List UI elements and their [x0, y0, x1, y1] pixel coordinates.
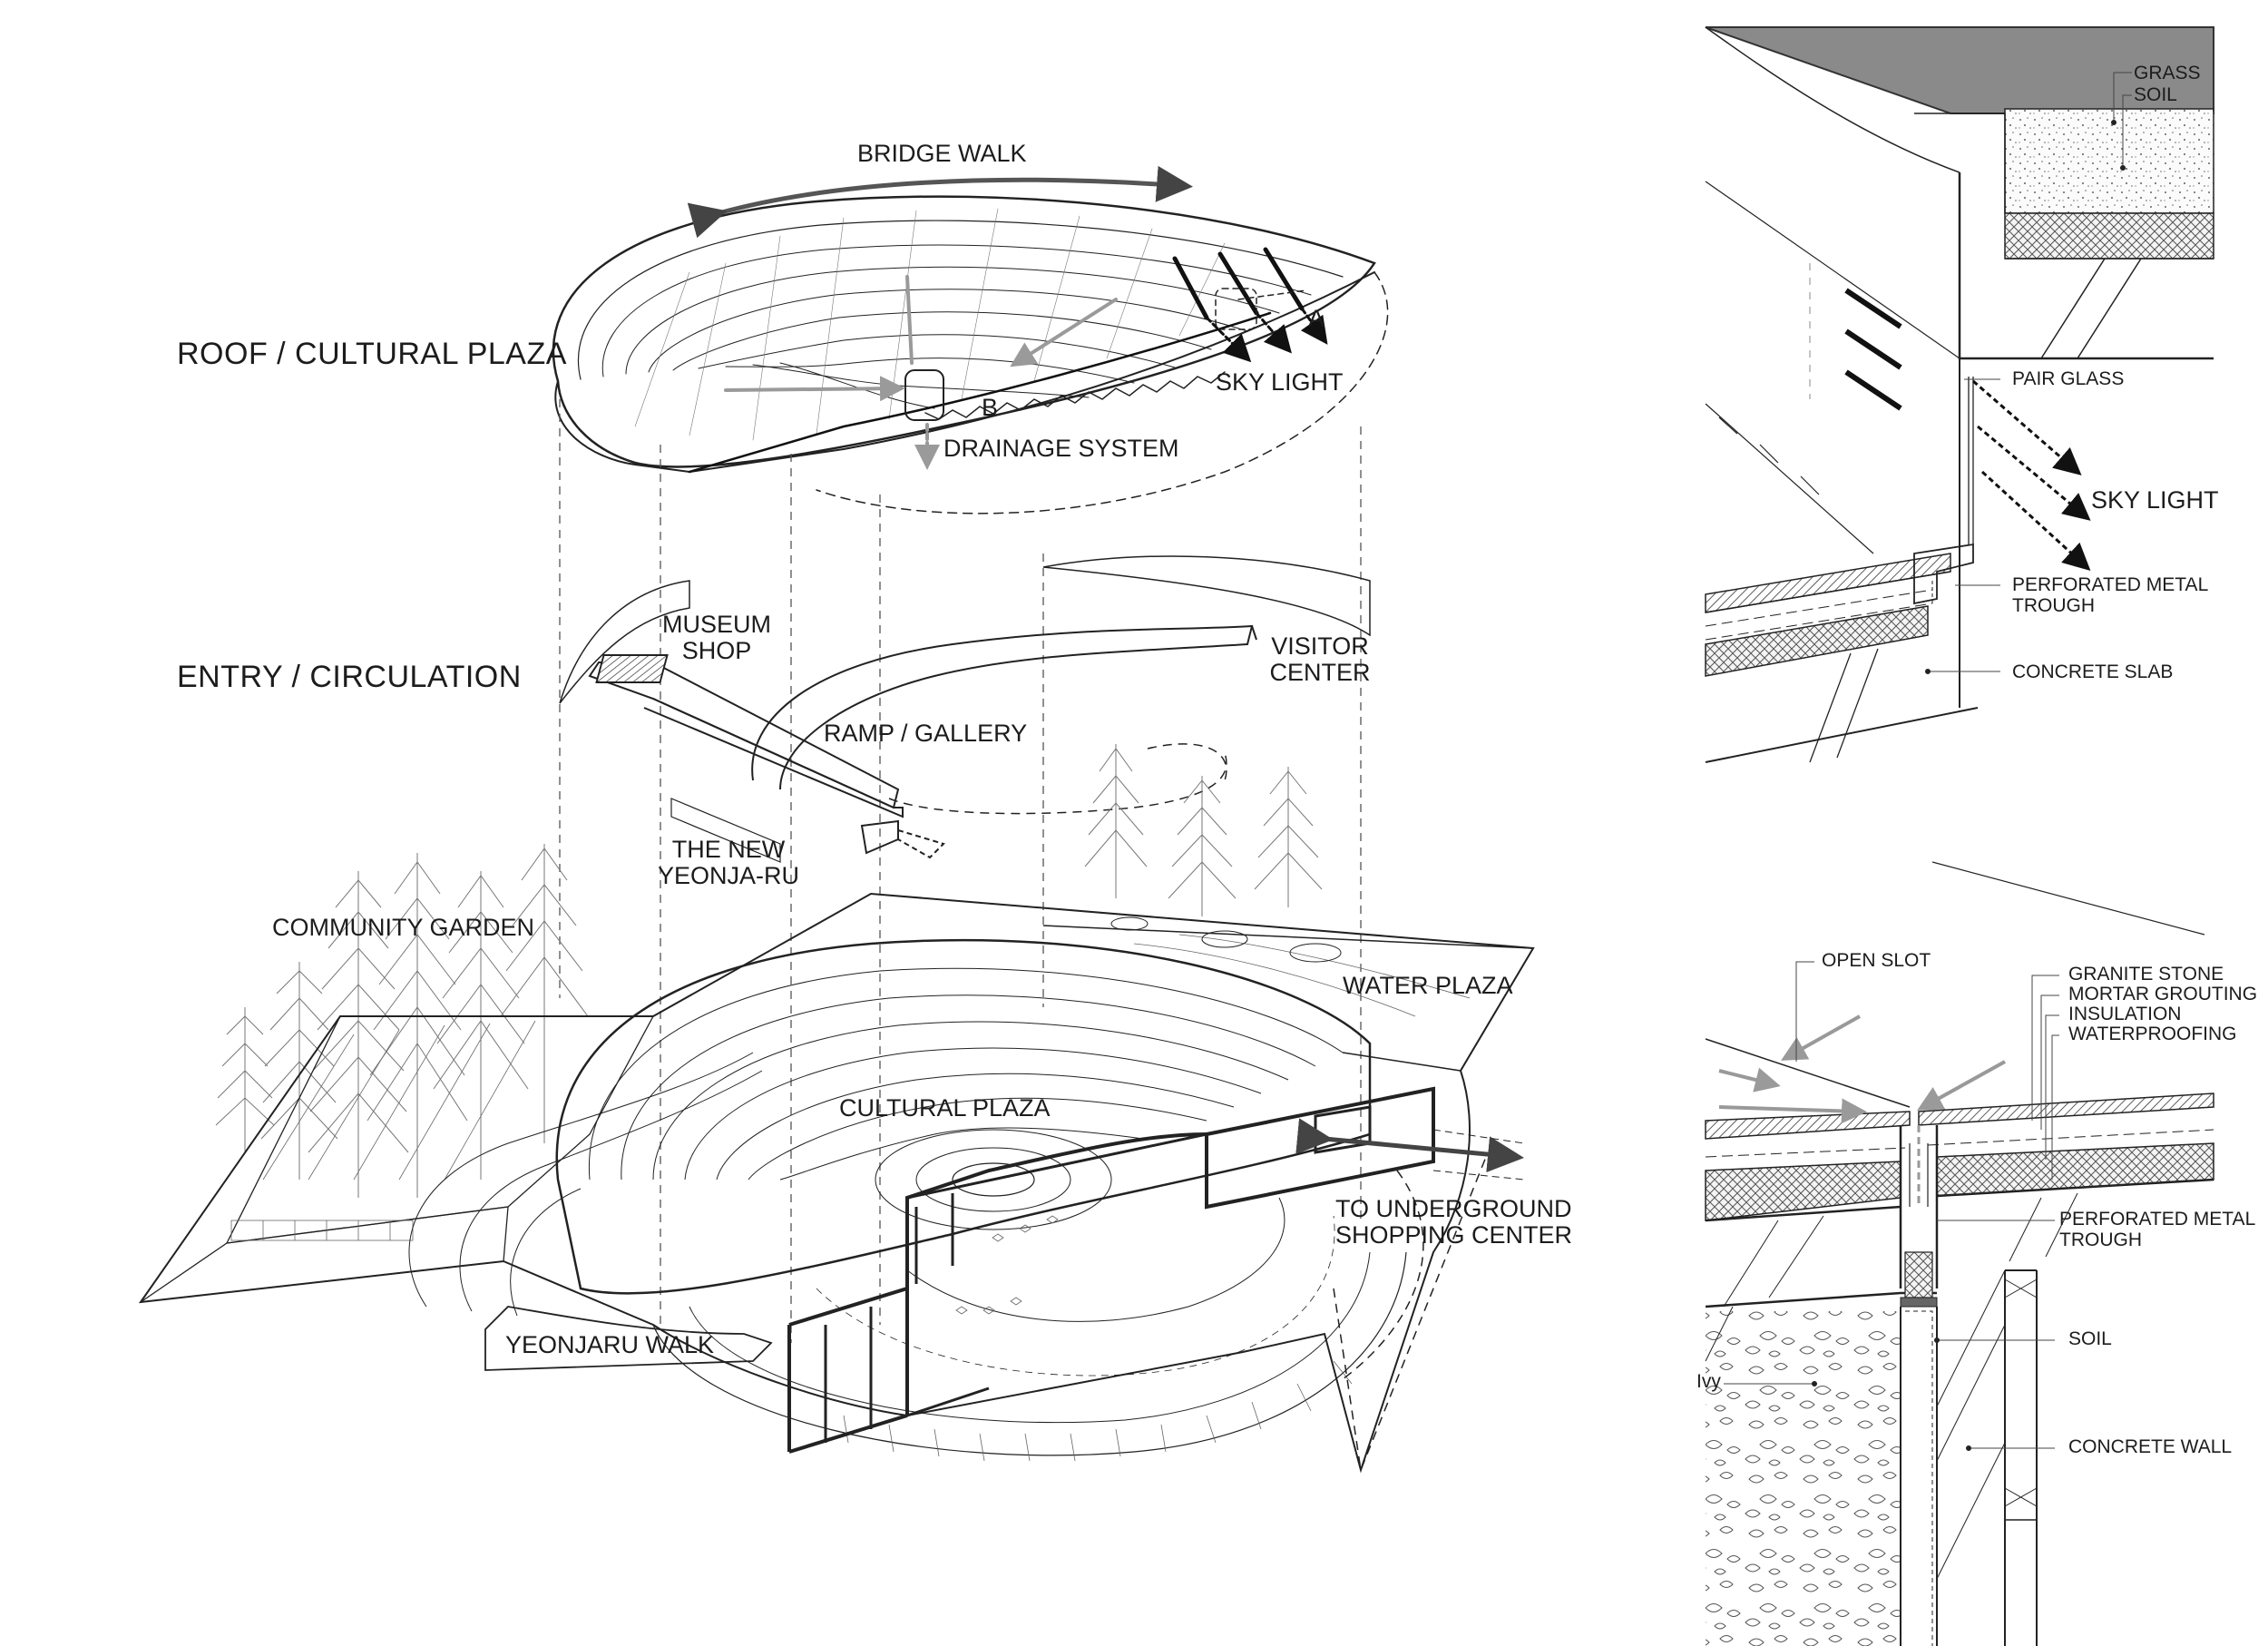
label-detail-a-sky-light: SKY LIGHT — [2091, 486, 2219, 514]
label-detail-a-trough: PERFORATED METAL TROUGH — [2012, 574, 2209, 616]
detail-b — [1705, 861, 2214, 1646]
label-callout-b: B — [982, 394, 999, 421]
label-concrete-wall: CONCRETE WALL — [2068, 1436, 2233, 1457]
entry-layer — [559, 555, 1371, 863]
trees — [215, 744, 1323, 1198]
label-to-underground-line1: TO UNDERGROUND — [1335, 1195, 1572, 1222]
label-new-yeonjaru-line1: THE NEW — [671, 836, 786, 863]
label-detail-b-trough-line1: PERFORATED METAL — [2059, 1209, 2256, 1230]
label-roof-section: ROOF / CULTURAL PLAZA — [177, 337, 567, 371]
tree-cluster-right — [1084, 744, 1323, 916]
label-detail-a-grass: GRASS — [2134, 63, 2201, 83]
label-ivy: Ivy — [1696, 1371, 1721, 1392]
roof-outline — [552, 195, 1376, 468]
label-detail-a-trough-line2: TROUGH — [2012, 594, 2095, 616]
label-granite-stone: GRANITE STONE — [2068, 964, 2224, 985]
roof-layer — [552, 165, 1389, 514]
label-museum-shop-line1: MUSEUM — [662, 611, 771, 638]
label-new-yeonjaru-line2: YEONJA-RU — [657, 862, 799, 890]
label-drainage-system: DRAINAGE SYSTEM — [943, 435, 1179, 462]
label-waterproofing: WATERPROOFING — [2068, 1024, 2237, 1044]
label-visitor-center-line1: VISITOR — [1271, 632, 1369, 660]
label-detail-a-soil: SOIL — [2134, 84, 2177, 105]
label-open-slot: OPEN SLOT — [1822, 950, 1931, 971]
label-concrete-slab: CONCRETE SLAB — [2012, 661, 2174, 682]
label-entry-section: ENTRY / CIRCULATION — [177, 660, 522, 694]
label-cultural-plaza: CULTURAL PLAZA — [839, 1094, 1051, 1122]
label-roof-sky-light: SKY LIGHT — [1216, 368, 1344, 396]
label-ramp-gallery: RAMP / GALLERY — [824, 720, 1028, 747]
label-to-underground-line2: SHOPPING CENTER — [1335, 1221, 1573, 1249]
label-detail-b-soil: SOIL — [2068, 1328, 2112, 1349]
label-detail-b-trough: PERFORATED METAL TROUGH — [2059, 1209, 2256, 1250]
label-detail-b-trough-line2: TROUGH — [2059, 1229, 2142, 1250]
label-museum-shop-line2: SHOP — [681, 637, 752, 665]
label-insulation: INSULATION — [2068, 1004, 2182, 1024]
label-visitor-center: VISITOR CENTER — [1247, 632, 1393, 687]
label-visitor-center-line2: CENTER — [1269, 659, 1371, 687]
ground-layer — [138, 892, 1535, 1474]
label-mortar-grouting: MORTAR GROUTING — [2068, 984, 2258, 1004]
label-to-underground: TO UNDERGROUND SHOPPING CENTER — [1335, 1195, 1573, 1249]
label-bridge-walk: BRIDGE WALK — [857, 140, 1027, 167]
label-yeonjaru-walk: YEONJARU WALK — [505, 1331, 715, 1358]
tree-cluster-left — [215, 844, 589, 1198]
detail-a — [1705, 26, 2214, 763]
label-callout-a: A — [1308, 305, 1325, 332]
label-detail-a-trough-line1: PERFORATED METAL — [2012, 574, 2209, 595]
label-community-garden: COMMUNITY GARDEN — [272, 914, 535, 941]
label-pair-glass: PAIR GLASS — [2012, 368, 2125, 389]
projection-lines — [559, 399, 1362, 1343]
label-new-yeonjaru: THE NEW YEONJA-RU — [651, 836, 806, 890]
label-water-plaza: WATER PLAZA — [1343, 972, 1513, 999]
label-museum-shop: MUSEUM SHOP — [651, 611, 782, 665]
